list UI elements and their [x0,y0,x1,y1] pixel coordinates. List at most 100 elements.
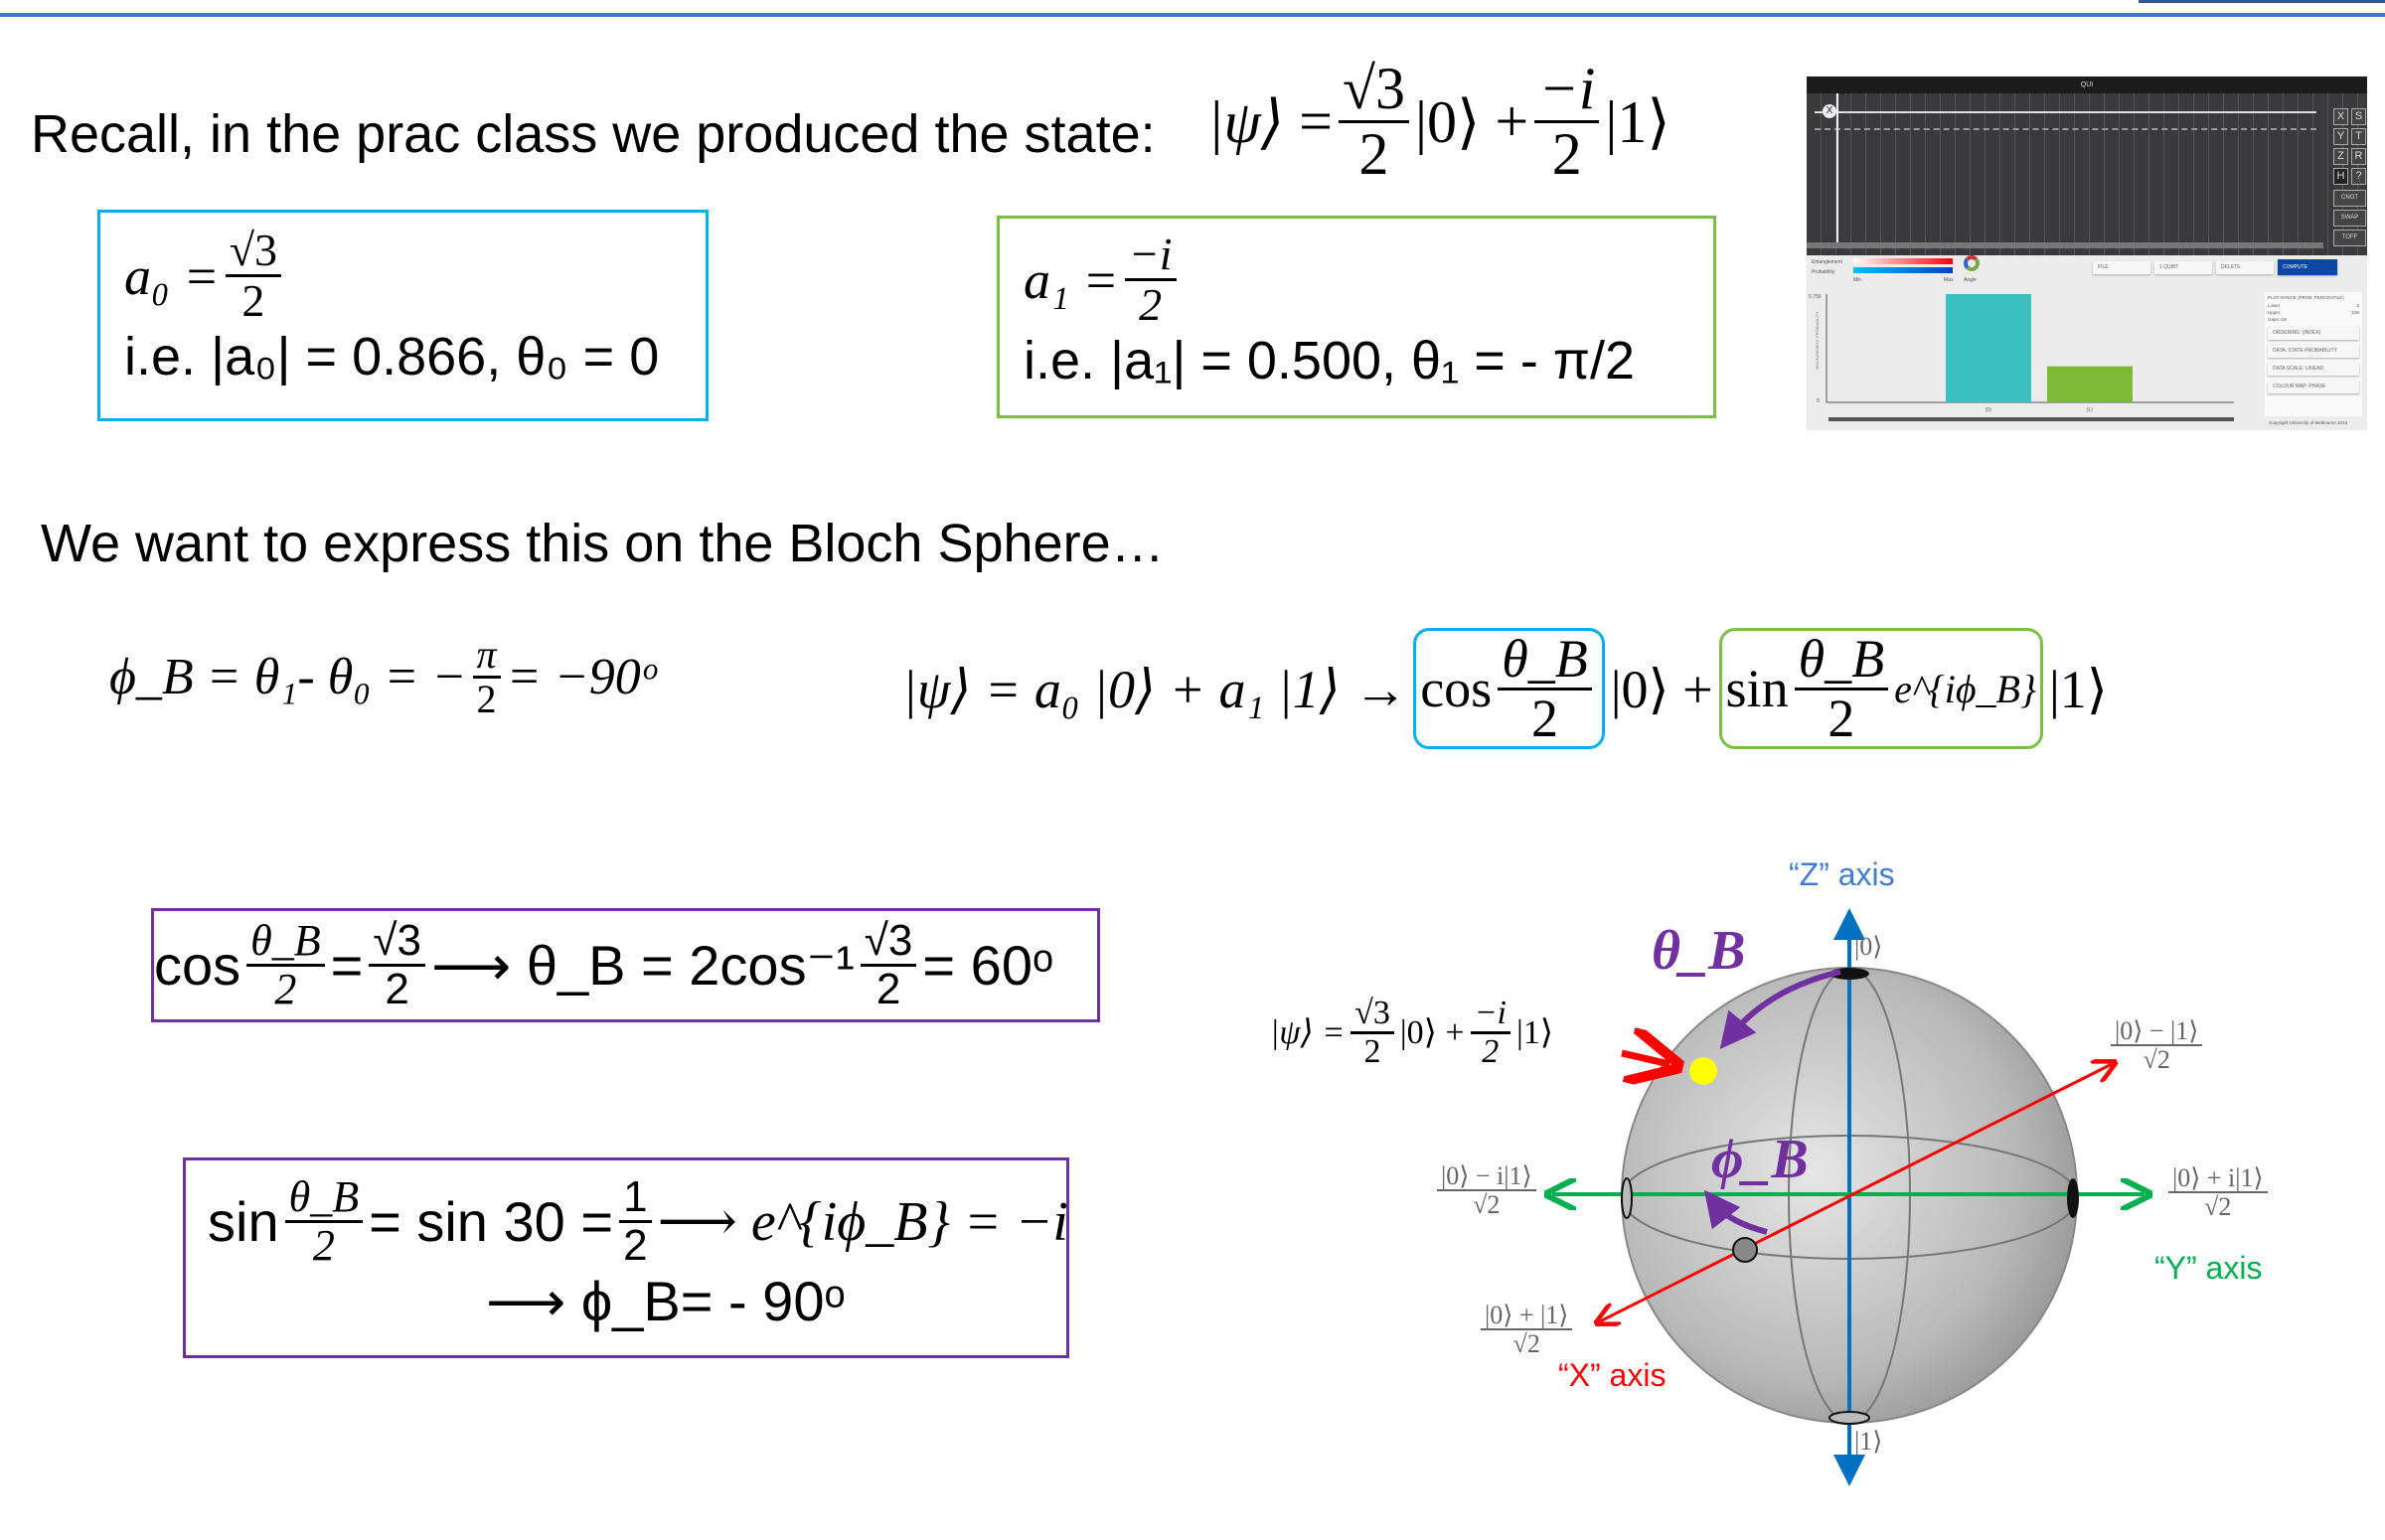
ket0-plus: |0⟩ + [1610,659,1713,719]
ytick-zero: 0 [1817,398,1820,404]
qubit-wire [1815,111,2316,113]
plus-i-state-label: |0⟩ + i|1⟩√2 [2162,1164,2274,1221]
den: 2 [1139,279,1163,331]
den: 2 [241,275,265,327]
state-point [1689,1057,1717,1085]
chart-scrollbar[interactable] [1828,417,2234,421]
a0-label: a₀ = [124,245,220,306]
plot-dropdown[interactable]: ORDERING: (INDEX) [2268,327,2359,340]
plot-dropdown[interactable]: DATA SCALE: LINEAR [2268,363,2359,376]
psi-ket: |ψ⟩ [1207,88,1285,155]
gaps-checkbox[interactable]: Gaps: On [2268,317,2288,322]
state-general: |ψ⟩ = a₀ |0⟩ + a₁ |1⟩ → [902,659,1408,719]
lower-slider[interactable]: Lower 0 [2268,303,2359,308]
ytick-max: 0.750 [1809,294,1822,300]
gate-measure[interactable]: ? [2351,168,2366,185]
plot-dropdown[interactable]: COLOUR MAP: PHASE [2268,381,2359,393]
circuit-scrollbar[interactable] [1807,242,2323,248]
top-accent-bar [2139,0,2385,3]
a1-polar: i.e. |a₁| = 0.500, θ₁ = - π/2 [1024,330,1636,390]
delete-button[interactable]: DELETE [2216,261,2274,274]
num: √3 [369,917,425,967]
cursor-line[interactable] [1836,93,1838,242]
num: θ_B [246,917,325,967]
bar-0 [1946,294,2031,402]
compute-button[interactable]: COMPUTE [2278,259,2337,275]
probability-gradient [1853,267,1953,273]
gate-y[interactable]: Y [2333,128,2348,145]
simulator-titlebar: QUI [1807,77,2367,93]
num: √3 [1339,58,1409,123]
gate-z[interactable]: Z [2333,148,2348,165]
num: √3 [225,226,281,278]
lower-label: Lower [2268,303,2281,308]
den: √2 [2204,1192,2232,1222]
phi-lhs: ϕ_B = θ₁- θ₀ = − [109,649,467,705]
ket1: |1⟩ [1605,88,1670,155]
gate-r[interactable]: R [2351,148,2366,165]
gate-cnot[interactable]: CNOT [2333,190,2366,207]
den: 2 [312,1221,335,1271]
den: 2 [1530,688,1558,748]
plot-dropdown[interactable]: DATA: STATE PROBABILITY [2268,345,2359,358]
den: 2 [476,677,497,721]
den: √2 [1512,1329,1540,1359]
num: |0⟩ − i|1⟩ [1437,1162,1536,1192]
max-label: Max [1944,277,1954,283]
ket0: |0⟩ [1414,88,1481,155]
ket1-label: |1⟩ [1854,1427,1883,1456]
num: −i [1534,58,1600,123]
psi-lhs: |ψ⟩ = [1270,1014,1346,1052]
num: −i [1124,230,1177,282]
theta-solution: ⟶ θ_B = 2cos⁻¹ [430,933,855,997]
theta-result: = 60ᵒ [922,934,1054,997]
plus-y-marker [2067,1178,2079,1218]
phi-arc [1703,1189,1768,1235]
probability-chart: 0.750 0 MEASUREMENT PROBABILITY |0⟩|1⟩ [1809,294,2234,421]
gate-x[interactable]: X [2333,108,2348,125]
den: √2 [2143,1045,2170,1075]
den: 2 [1363,1032,1381,1070]
sin: sin [208,1190,279,1254]
sin30: = sin 30 = [369,1190,614,1254]
num: |0⟩ + |1⟩ [1481,1302,1573,1331]
x-gate-on-wire[interactable]: X [1823,104,1836,118]
lower-value: 0 [2356,303,2359,308]
angle-label: Angle [1964,277,1977,283]
gate-h[interactable]: H [2333,168,2348,185]
qubit-select[interactable]: 1 QUBIT [2154,261,2212,274]
z-axis-label: “Z” axis [1789,856,1895,892]
den: 2 [1358,121,1389,187]
gate-swap[interactable]: SWAP [2333,210,2366,227]
den: 2 [274,965,297,1013]
gate-t[interactable]: T [2351,128,2366,145]
file-menu[interactable]: FILE [2093,261,2150,274]
num: θ_B [284,1173,364,1224]
a1-label: a₁ = [1024,249,1119,310]
den: 2 [875,965,901,1013]
equals: = [330,934,364,997]
gate-s[interactable]: S [2351,108,2366,125]
ket0-plus: |0⟩ + [1399,1014,1465,1052]
upper-label: Upper [2268,310,2281,315]
den: 2 [1482,1032,1500,1070]
num: √3 [860,917,917,967]
gate-toff[interactable]: TOFF [2333,230,2366,246]
